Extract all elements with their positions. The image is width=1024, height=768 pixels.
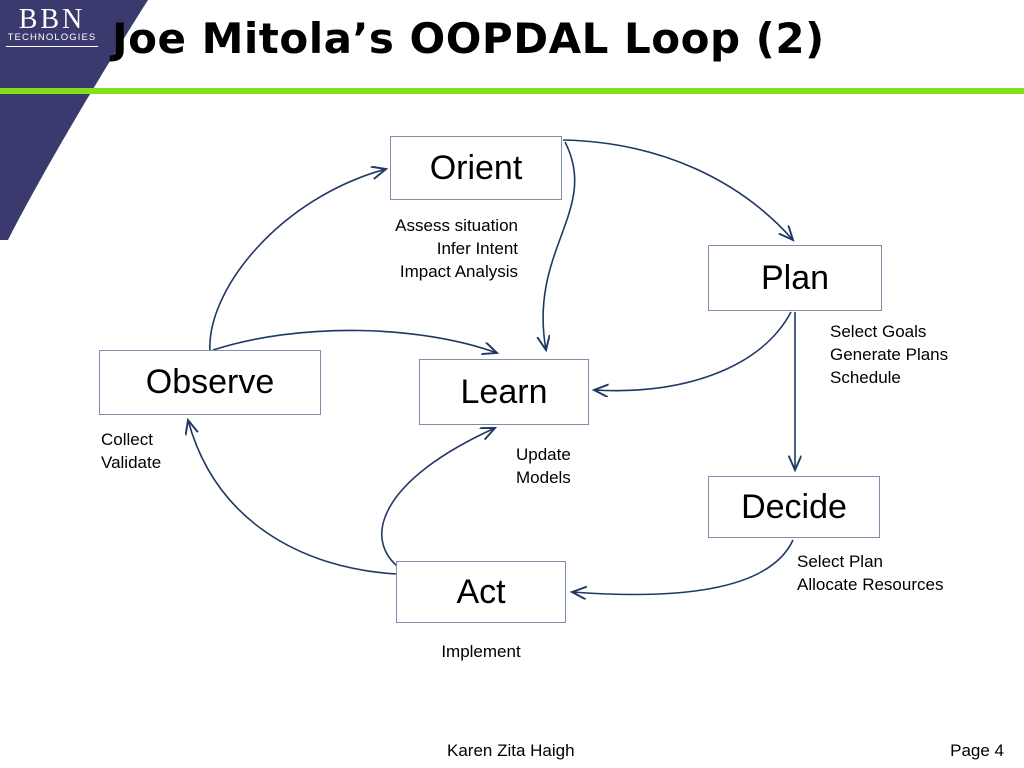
node-observe[interactable]: Observe: [99, 350, 321, 415]
node-plan[interactable]: Plan: [708, 245, 882, 311]
node-learn[interactable]: Learn: [419, 359, 589, 425]
footer-page-number: Page 4: [950, 741, 1004, 760]
page-title: Joe Mitola’s OOPDAL Loop (2): [112, 14, 825, 63]
edge-orient-plan: [562, 139, 793, 240]
caption-orient: Assess situation Infer Intent Impact Ana…: [395, 216, 518, 281]
node-act[interactable]: Act: [396, 561, 566, 623]
edge-plan-learn: [594, 311, 792, 391]
edge-observe-learn: [212, 329, 497, 353]
node-decide[interactable]: Decide: [708, 476, 880, 538]
node-plan-label: Plan: [760, 258, 830, 297]
edge-act-learn: [380, 428, 495, 571]
caption-act: Implement: [441, 642, 521, 661]
caption-decide: Select Plan Allocate Resources: [797, 552, 944, 594]
node-orient-label: Orient: [429, 148, 523, 187]
node-learn-label: Learn: [460, 372, 548, 411]
accent-divider: [0, 88, 1024, 94]
node-observe-label: Observe: [145, 363, 275, 401]
logo-wordmark: BBN: [18, 4, 86, 35]
edge-observe-orient: [209, 169, 386, 353]
caption-plan: Select Goals Generate Plans Schedule: [830, 322, 949, 387]
node-decide-label: Decide: [741, 487, 847, 526]
edge-act-observe: [188, 420, 397, 575]
logo-subtitle: TECHNOLOGIES: [6, 33, 98, 47]
node-orient[interactable]: Orient: [390, 136, 562, 200]
diagram-arrows-layer: [0, 139, 1024, 700]
edge-orient-learn: [543, 141, 576, 350]
edge-decide-act: [572, 539, 794, 594]
bbn-logo: BBN TECHNOLOGIES: [6, 4, 98, 54]
caption-observe: Collect Validate: [101, 430, 162, 472]
footer-author: Karen Zita Haigh: [447, 741, 575, 760]
node-act-label: Act: [456, 572, 506, 611]
caption-learn: Update Models: [516, 445, 571, 487]
